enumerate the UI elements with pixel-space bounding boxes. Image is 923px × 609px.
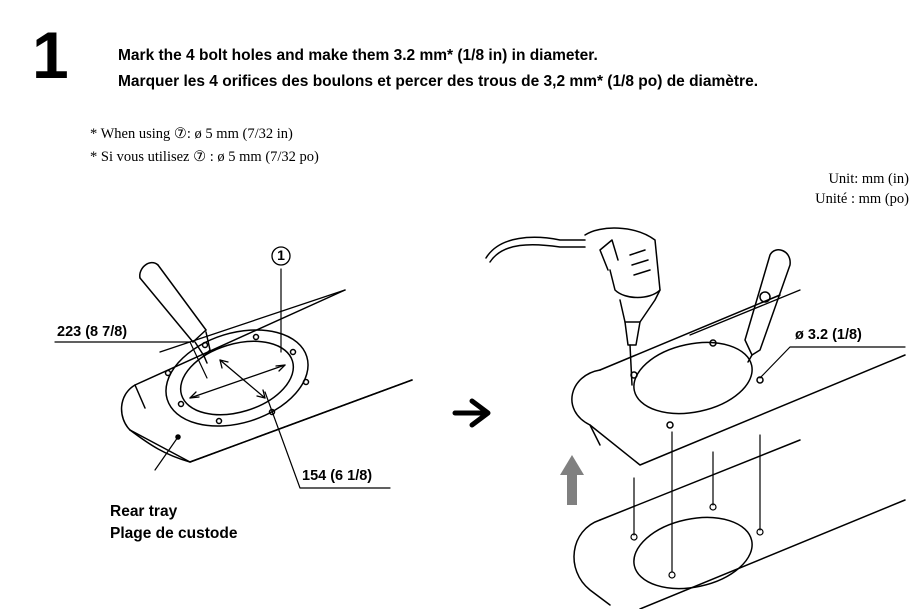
instruction-fr: Marquer les 4 orifices des boulons et pe… [118, 73, 759, 90]
leader-hole-dia [759, 346, 906, 379]
leader-tray [154, 436, 179, 471]
part-callout-number: 1 [277, 247, 285, 263]
dimension-width-label: 223 (8 7/8) [57, 324, 128, 340]
part-callout-circle [271, 246, 291, 266]
note-en: * When using ⑦: ø 5 mm (7/32 in) [90, 126, 293, 142]
leader-dim-height [264, 391, 391, 489]
marker-pen-icon [139, 261, 211, 364]
tray-label-fr: Plage de custode [110, 525, 238, 542]
unit-fr: Unité : mm (po) [815, 191, 909, 207]
hole-diameter-label: ø 3.2 (1/8) [795, 327, 862, 343]
arrow-right-icon [452, 398, 491, 428]
guide-lines [630, 431, 764, 579]
note-fr: * Si vous utilisez ⑦ : ø 5 mm (7/32 po) [90, 149, 319, 165]
rear-tray-right-upper [571, 289, 906, 466]
leader-dim-width [54, 341, 208, 379]
dimension-arrows-left [189, 359, 286, 399]
unit-en: Unit: mm (in) [828, 171, 909, 187]
dimension-height-label: 154 (6 1/8) [302, 468, 373, 484]
instruction-en: Mark the 4 bolt holes and make them 3.2 … [118, 47, 598, 64]
cutter-knife-icon [744, 249, 791, 363]
step-number: 1 [32, 18, 69, 92]
rear-tray-right-lower [573, 439, 906, 609]
speaker-ring-left [164, 329, 310, 427]
arrow-up-icon [560, 455, 584, 505]
tray-label-en: Rear tray [110, 503, 178, 520]
drill-icon [485, 227, 661, 386]
rear-tray-left [120, 289, 413, 463]
